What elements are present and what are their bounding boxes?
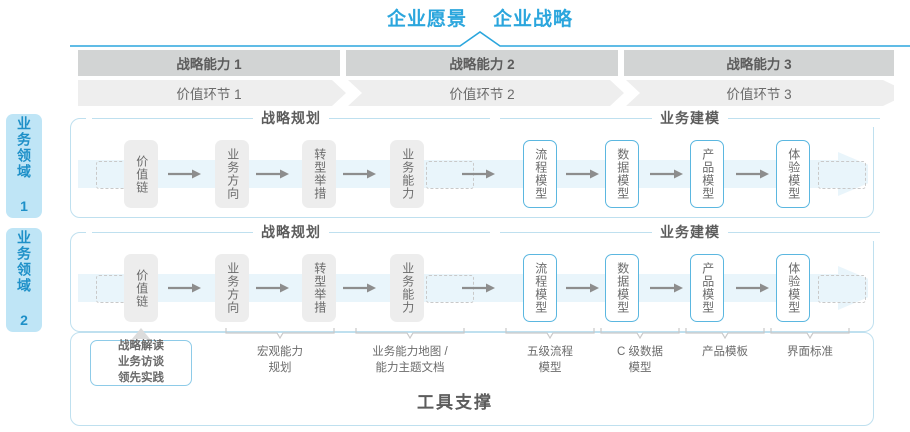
footer-title-mask: [330, 386, 580, 408]
side-tab-label-1: 业务领域 1: [16, 116, 33, 216]
arrow-icon: [168, 283, 201, 293]
arrow-icon: [650, 169, 683, 179]
arrow-icon: [566, 169, 599, 179]
tool-label-line: 宏观能力: [257, 346, 303, 358]
capability-1[interactable]: 战略能力 1: [78, 50, 340, 76]
bracket-icon: [505, 328, 595, 339]
header-rule-left: [500, 231, 652, 233]
node-process-model-1[interactable]: 流程模型: [523, 140, 557, 208]
node-experience-model-2[interactable]: 体验模型: [776, 254, 810, 322]
value-chain-2[interactable]: 价值环节 2: [449, 87, 515, 102]
capability-bar: 战略能力 1 战略能力 2 战略能力 3: [78, 50, 894, 76]
arrow-icon: [256, 283, 289, 293]
bracket-icon: [770, 328, 850, 339]
arrow-icon: [343, 283, 376, 293]
value-chain-bar: 价值环节 1 价值环节 2 价值环节 3: [78, 80, 910, 106]
value-chain-1[interactable]: 价值环节 1: [176, 87, 242, 102]
node-transformation-measures-1[interactable]: 转型举措: [302, 140, 336, 208]
value-chain-background: [78, 80, 894, 106]
arrow-icon: [462, 169, 495, 179]
node-value-chain-1[interactable]: 价值链: [124, 140, 158, 208]
section-title-right-2: 业务建模: [660, 224, 720, 240]
bracket-icon: [355, 328, 465, 339]
node-value-chain-2[interactable]: 价值链: [124, 254, 158, 322]
tool-support-title: 工具支撑: [417, 393, 493, 412]
tool-label-line: 模型: [538, 361, 562, 374]
bracket-icon: [600, 328, 680, 339]
bracket-icon: [225, 328, 335, 339]
placeholder-box: [818, 275, 866, 303]
section-header-strategic-planning-2: 战略规划: [86, 223, 496, 241]
tool-label-capability-map: 业务能力地图 / 能力主题文档: [350, 345, 470, 376]
tool-label-line: 界面标准: [787, 346, 833, 358]
header-rule-right: [728, 117, 880, 119]
section-title-right-1: 业务建模: [660, 110, 720, 126]
placeholder-box: [818, 161, 866, 189]
side-tab-business-domain-2[interactable]: 业务领域 2: [6, 228, 42, 332]
header-rule-left: [92, 231, 253, 233]
tool-highlight-line-1: 战略解读: [118, 340, 164, 353]
capability-3[interactable]: 战略能力 3: [624, 50, 894, 76]
peak-line-icon: [70, 31, 910, 47]
title-enterprise-strategy: 企业战略: [493, 8, 574, 30]
arrow-icon: [736, 169, 769, 179]
node-business-direction-1[interactable]: 业务方向: [215, 140, 249, 208]
arrow-icon: [168, 169, 201, 179]
tool-label-line: 产品模板: [702, 346, 748, 358]
tool-label-line: 业务能力地图 /: [372, 346, 448, 358]
header-rule-left: [500, 117, 652, 119]
node-transformation-measures-2[interactable]: 转型举措: [302, 254, 336, 322]
arrow-icon: [256, 169, 289, 179]
capability-2[interactable]: 战略能力 2: [346, 50, 618, 76]
node-data-model-2[interactable]: 数据模型: [605, 254, 639, 322]
tool-label-macro-capability: 宏观能力 规划: [225, 345, 335, 376]
section-header-business-modeling-2: 业务建模: [494, 223, 886, 241]
tool-label-line: 模型: [628, 361, 652, 374]
header-rule-left: [92, 117, 253, 119]
tool-highlight-line-2: 业务访谈: [118, 356, 164, 369]
node-product-model-2[interactable]: 产品模型: [690, 254, 724, 322]
side-tab-label-2: 业务领域 2: [16, 230, 33, 330]
tool-label-interface-standard: 界面标准: [770, 345, 850, 361]
side-tab-business-domain-1[interactable]: 业务领域 1: [6, 114, 42, 218]
uplink-arrow-icon: [132, 328, 150, 339]
tool-label-product-template: 产品模板: [685, 345, 765, 361]
header-rule-right: [329, 117, 490, 119]
section-header-business-modeling-1: 业务建模: [494, 109, 886, 127]
bracket-icon: [685, 328, 765, 339]
title-connector-line: [70, 30, 910, 50]
node-product-model-1[interactable]: 产品模型: [690, 140, 724, 208]
node-process-model-2[interactable]: 流程模型: [523, 254, 557, 322]
node-business-direction-2[interactable]: 业务方向: [215, 254, 249, 322]
section-header-strategic-planning-1: 战略规划: [86, 109, 496, 127]
node-data-model-1[interactable]: 数据模型: [605, 140, 639, 208]
tool-label-line: 能力主题文档: [375, 361, 445, 374]
value-chain-3[interactable]: 价值环节 3: [726, 87, 792, 102]
tool-label-line: 五级流程: [527, 346, 573, 358]
top-titles: 企业愿景 企业战略: [330, 4, 630, 30]
arrow-icon: [343, 169, 376, 179]
arrow-icon: [736, 283, 769, 293]
header-rule-right: [728, 231, 880, 233]
tool-label-c-level-data: C 级数据 模型: [600, 345, 680, 376]
tool-label-line: 规划: [268, 361, 292, 374]
node-experience-model-1[interactable]: 体验模型: [776, 140, 810, 208]
section-title-left-1: 战略规划: [261, 110, 321, 126]
tool-support-container: [70, 332, 874, 426]
title-enterprise-vision: 企业愿景: [386, 8, 467, 30]
tool-highlight-line-3: 领先实践: [118, 371, 164, 384]
node-business-capability-2[interactable]: 业务能力: [390, 254, 424, 322]
section-title-left-2: 战略规划: [261, 224, 321, 240]
node-business-capability-1[interactable]: 业务能力: [390, 140, 424, 208]
tool-label-five-level-process: 五级流程 模型: [505, 345, 595, 376]
tool-highlight-box[interactable]: 战略解读 业务访谈 领先实践: [90, 340, 192, 386]
arrow-icon: [462, 283, 495, 293]
header-rule-right: [329, 231, 490, 233]
arrow-icon: [650, 283, 683, 293]
tool-label-line: C 级数据: [617, 346, 663, 358]
arrow-icon: [566, 283, 599, 293]
